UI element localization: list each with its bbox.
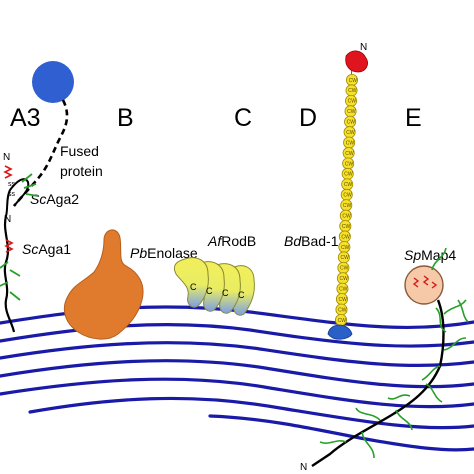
cell-wall-line-3 [0,341,474,368]
spmap4-label: SpMap4 [404,247,456,263]
bdbad1-label: BdBad-1 [284,233,339,249]
pbenolase-rest: Enolase [147,245,198,261]
panel-label-b: B [117,104,134,132]
bad1-n-terminus: N [360,42,367,53]
aga1-n-terminus: N [4,214,11,225]
aga2-chain [5,178,30,217]
rodb-c-label-2: C [206,286,213,296]
disulfide-label-2: ss [8,191,16,198]
cw-repeat-label: CW [338,318,347,324]
cw-repeat-label: CW [342,224,351,230]
cw-repeat-label: CW [344,172,353,178]
fused-label-line1: Fused [60,143,99,159]
scaga2-label: ScAga2 [30,191,79,207]
map4-n-terminus: N [300,462,307,473]
cw-repeat-label: CW [339,286,348,292]
spmap4-rest: Map4 [421,247,456,263]
cw-repeat-label: CW [347,109,356,115]
cw-repeat-label: CW [346,130,355,136]
cw-repeat-label: CW [346,140,355,146]
spmap4-italic: Sp [404,247,421,263]
panel-letters: A3 B C D E [10,104,422,132]
aga-display-system: Fused protein N ss ss ScAga2 N ScAga1 [0,61,103,333]
bdbad1-rest: Bad-1 [301,233,339,249]
cw-repeat-label: CW [340,266,349,272]
rodb-c-label-3: C [222,288,229,298]
aga2-signal-zigzag [3,165,13,179]
bad1-blue-anchor [327,324,353,340]
afrodb-rest: RodB [221,233,256,249]
cell-wall-line-5 [0,377,474,409]
afrodb-label: AfRodB [207,233,256,249]
cw-repeat-label: CW [340,276,349,282]
cw-repeat-label: CW [343,203,352,209]
cw-repeat-label: CW [339,297,348,303]
rodb-c-label-1: C [190,282,197,292]
cw-repeat-label: CW [344,182,353,188]
panel-label-c: C [234,104,252,132]
map4-stalk [311,299,445,467]
panel-label-e: E [405,104,422,132]
panel-label-a3: A3 [10,104,41,132]
map4-red-motifs [412,275,438,289]
map4-globular-domain [404,265,444,305]
scaga2-rest: Aga2 [46,191,79,207]
cw-repeat-label: CW [348,88,357,94]
pbenolase-italic: Pb [130,245,147,261]
cw-repeat-beads: CW CW CW CW CW CW CW CW CW CW CW CW CW CW CW CW CW CW CW CW… [334,74,358,326]
cw-repeat-label: CW [341,245,350,251]
pbenolase-label: PbEnolase [130,245,198,261]
aga2-n-terminus: N [3,152,10,163]
cw-repeat-label: CW [338,307,347,313]
rodb-hydrophobin-stack: AfRodB C C C C [173,233,256,316]
map4-protein: SpMap4 N [300,247,469,473]
bad1-adhesin: CW CW CW CW CW CW CW CW CW CW CW CW CW CW CW CW CW CW CW CW… [284,42,368,340]
cell-wall-line-4 [0,359,474,389]
cw-repeat-label: CW [345,161,354,167]
cw-repeat-label: CW [349,78,358,84]
panel-label-d: D [299,104,317,132]
cw-repeat-label: CW [345,151,354,157]
cw-repeat-label: CW [347,120,356,126]
scaga2-italic: Sc [30,191,46,207]
enolase-protein: PbEnolase [63,229,198,340]
rodb-c-label-4: C [238,290,245,300]
scaga1-rest: Aga1 [38,241,71,257]
fused-protein-ball [32,61,74,103]
bdbad1-italic: Bd [284,233,302,249]
aga1-chain [3,215,16,333]
cell-wall-layers [0,305,474,452]
scaga1-italic: Sc [22,241,38,257]
cell-wall-line-7 [208,414,474,452]
map4-glycans [319,247,469,459]
cw-repeat-label: CW [342,213,351,219]
cw-repeat-label: CW [348,99,357,105]
scaga1-label: ScAga1 [22,241,71,257]
enolase-shape [63,229,144,340]
fused-label-line2: protein [60,163,103,179]
cw-repeat-label: CW [340,255,349,261]
aga1-glycans [0,261,21,301]
cw-repeat-label: CW [341,234,350,240]
disulfide-label-1: ss [8,181,16,188]
aga2-glycans [21,173,39,197]
aga1-signal-zigzag [4,239,14,253]
cell-wall-line-6 [28,396,474,430]
rodb-unit-1 [173,257,209,308]
cw-repeat-label: CW [343,193,352,199]
afrodb-italic: Af [207,233,223,249]
bad1-red-head [345,50,368,73]
